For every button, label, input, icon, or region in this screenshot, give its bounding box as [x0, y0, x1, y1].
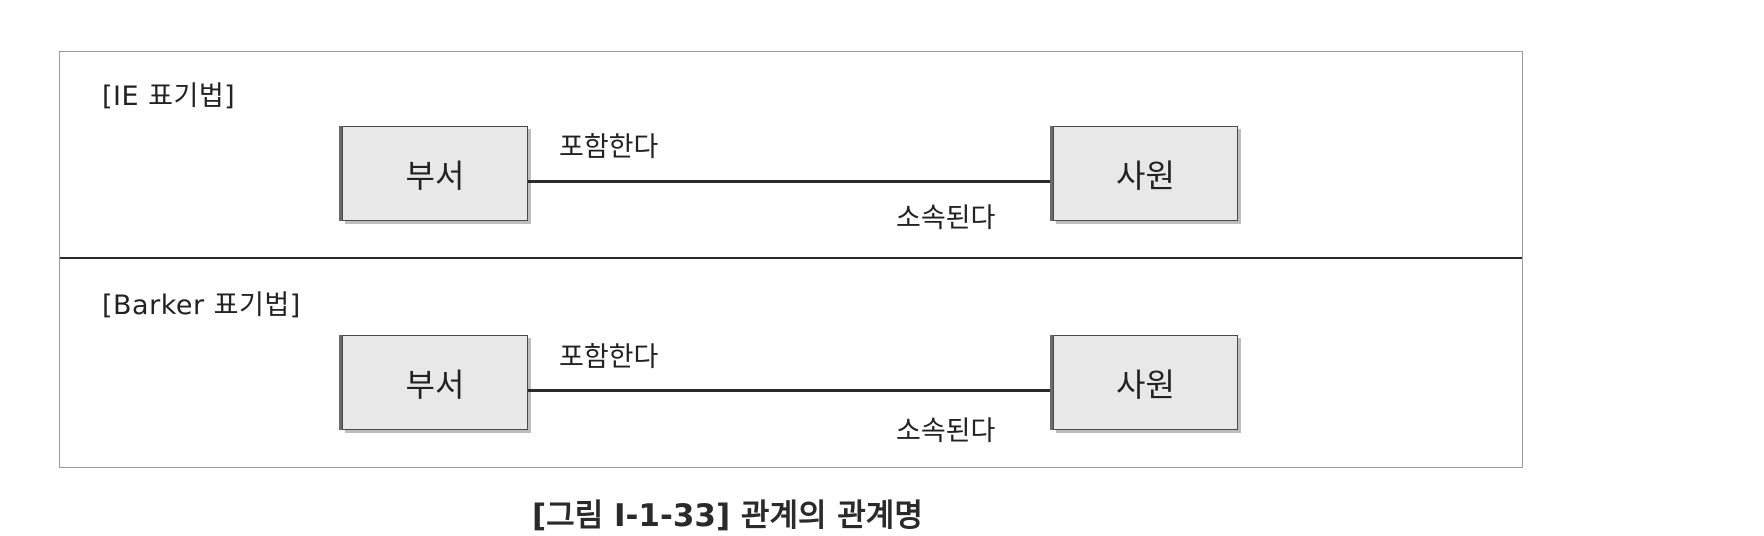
entity-box-department: 부서 — [342, 126, 528, 221]
relationship-name-reverse: 소속된다 — [896, 416, 996, 447]
relationship-line — [528, 389, 1053, 392]
diagram-frame: [IE 표기법] 부서 포함한다 소속된다 사원 [Barker 표기법] 부서… — [59, 51, 1523, 468]
entity-box-employee: 사원 — [1053, 335, 1238, 430]
entity-label: 부서 — [405, 156, 465, 195]
barker-notation-section: [Barker 표기법] 부서 포함한다 소속된다 사원 — [60, 259, 1522, 467]
ie-notation-section: [IE 표기법] 부서 포함한다 소속된다 사원 — [60, 52, 1522, 257]
figure-caption: [그림 Ⅰ-1-33] 관계의 관계명 — [532, 498, 923, 534]
section-title: [Barker 표기법] — [102, 290, 301, 321]
relationship-name-reverse: 소속된다 — [896, 203, 996, 234]
section-divider — [60, 257, 1522, 259]
relationship-name-forward: 포함한다 — [559, 342, 659, 373]
relationship-line — [528, 180, 1053, 183]
section-title: [IE 표기법] — [102, 81, 236, 112]
entity-label: 사원 — [1116, 365, 1175, 404]
entity-label: 사원 — [1116, 156, 1175, 195]
entity-box-employee: 사원 — [1053, 126, 1238, 221]
entity-label: 부서 — [405, 365, 465, 404]
entity-box-department: 부서 — [342, 335, 528, 430]
relationship-name-forward: 포함한다 — [559, 132, 659, 163]
